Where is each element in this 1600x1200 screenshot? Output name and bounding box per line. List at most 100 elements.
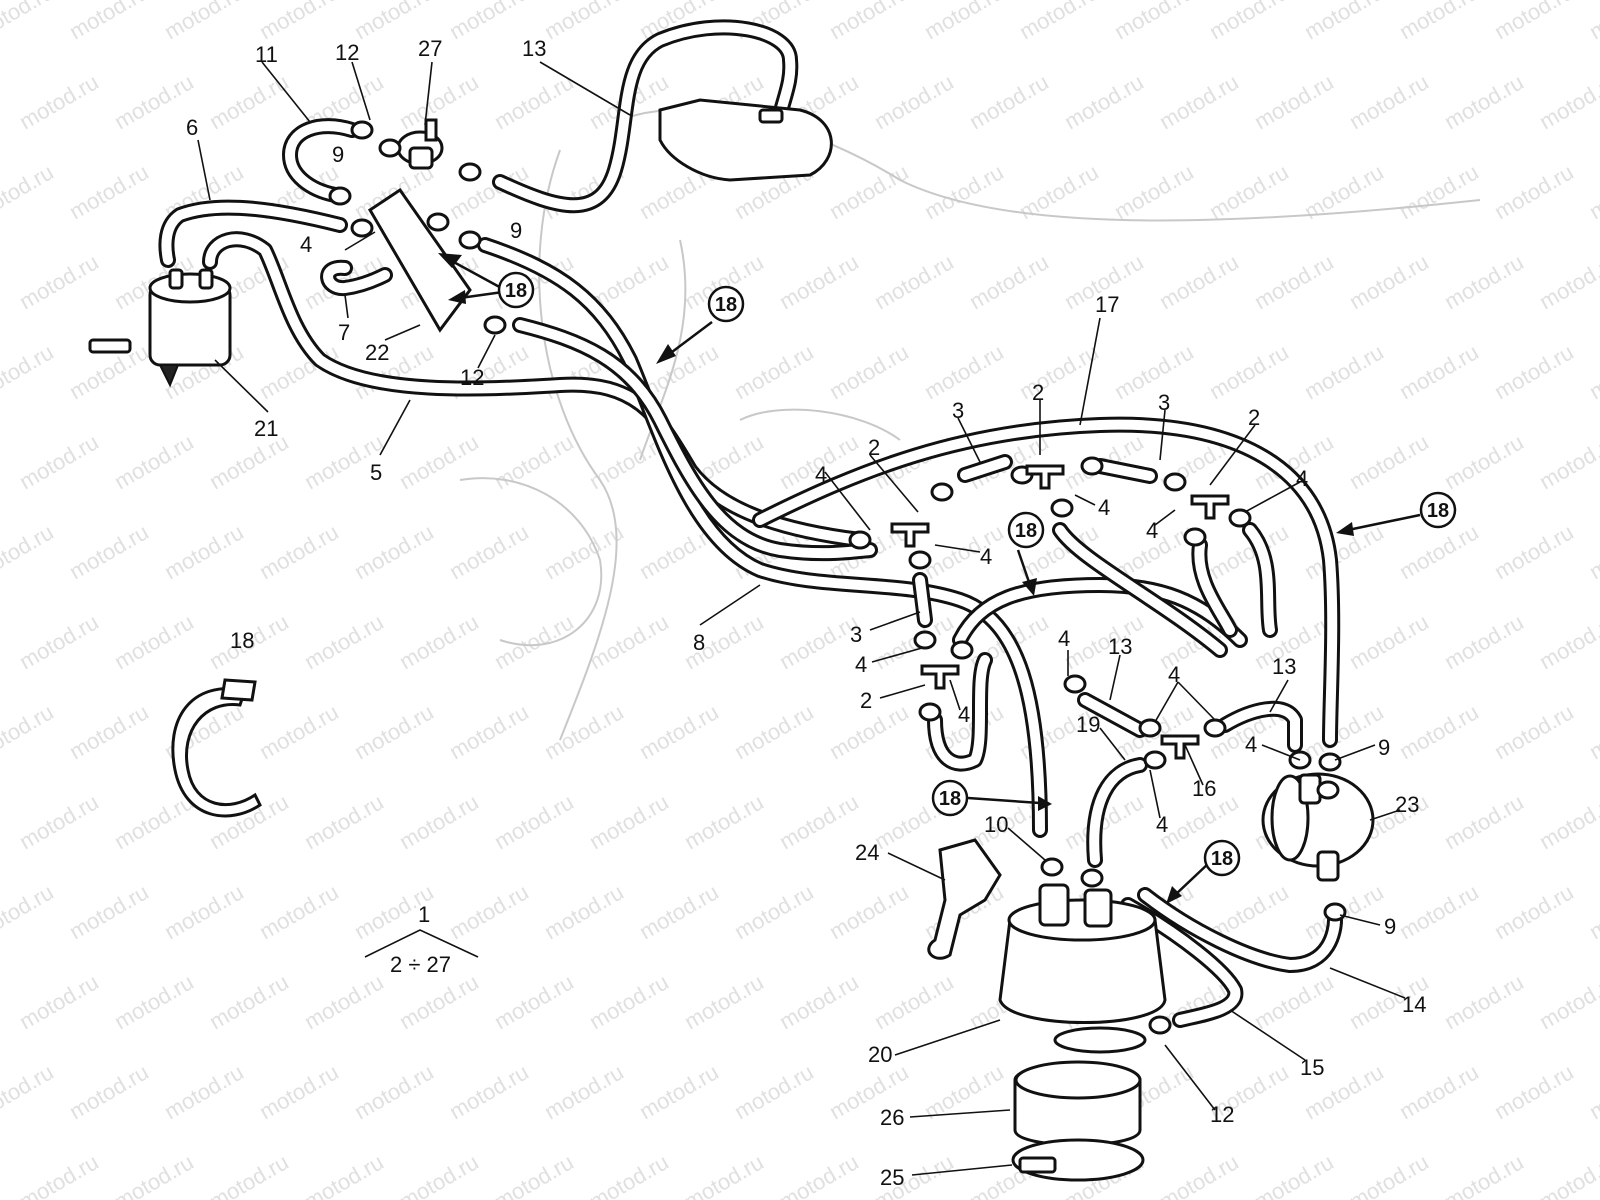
watermark-text: motod.ru — [205, 1149, 293, 1200]
watermark-text: motod.ru — [870, 969, 958, 1034]
label-16: 16 — [1192, 776, 1216, 801]
watermark-text: motod.ru — [65, 699, 153, 764]
watermark-text: motod.ru — [255, 0, 343, 44]
watermark-text: motod.ru — [730, 1059, 818, 1124]
watermark-text: motod.ru — [775, 789, 863, 854]
label-4: 4 — [1146, 518, 1158, 543]
label-24: 24 — [855, 840, 879, 865]
kit-range: 2 ÷ 27 — [390, 952, 451, 977]
watermark-text: motod.ru — [15, 969, 103, 1034]
watermark-text: motod.ru — [395, 429, 483, 494]
watermark-text: motod.ru — [1585, 879, 1600, 944]
label-11: 11 — [255, 42, 278, 67]
watermark-text: motod.ru — [490, 789, 578, 854]
label-4: 4 — [300, 232, 312, 257]
label-15: 15 — [1300, 1055, 1324, 1080]
watermark-text: motod.ru — [1490, 0, 1578, 44]
watermark-text: motod.ru — [1585, 1059, 1600, 1124]
watermark-text: motod.ru — [1535, 429, 1600, 494]
hose-ring — [1063, 674, 1087, 694]
callout-arrows — [438, 253, 1421, 904]
label-2: 2 — [1032, 380, 1044, 405]
watermark-text: motod.ru — [1585, 0, 1600, 44]
watermark-text: motod.ru — [445, 699, 533, 764]
hose-ring — [483, 315, 507, 335]
watermark-text: motod.ru — [490, 969, 578, 1034]
watermark-text: motod.ru — [205, 69, 293, 134]
label-2: 2 — [1248, 405, 1260, 430]
watermark-text: motod.ru — [1250, 249, 1338, 314]
canister-top — [658, 98, 833, 182]
watermark-text: motod.ru — [350, 1059, 438, 1124]
label-21: 21 — [254, 416, 278, 441]
hose-ring — [1163, 472, 1187, 492]
watermark-text: motod.ru — [0, 519, 58, 584]
t-piece — [1160, 734, 1200, 760]
watermark-text: motod.ru — [255, 519, 343, 584]
label-8: 8 — [693, 630, 705, 655]
label-9: 9 — [332, 142, 344, 167]
watermark-text: motod.ru — [65, 1059, 153, 1124]
hose-ring — [1316, 780, 1340, 800]
watermark-text: motod.ru — [445, 0, 533, 44]
part-labels: 11 12 27 13 6 9 9 4 7 22 12 21 5 8 17 3 … — [186, 36, 1426, 1190]
watermark-text: motod.ru — [1490, 159, 1578, 224]
label-22: 22 — [365, 340, 389, 365]
leader-lines — [197, 61, 1406, 1176]
watermark-text: motod.ru — [1345, 1149, 1433, 1200]
label-3: 3 — [850, 622, 862, 647]
callout-18: 18 — [715, 294, 737, 316]
watermark-text: motod.ru — [490, 1149, 578, 1200]
watermark-text: motod.ru — [585, 789, 673, 854]
watermark-text: motod.ru — [15, 69, 103, 134]
watermark-text: motod.ru — [965, 69, 1053, 134]
callout-18: 18 — [1211, 848, 1233, 870]
watermark-text: motod.ru — [1345, 249, 1433, 314]
hose-ring — [950, 640, 974, 660]
watermark-text: motod.ru — [1535, 789, 1600, 854]
watermark-text: motod.ru — [540, 699, 628, 764]
watermark-text: motod.ru — [255, 699, 343, 764]
label-2: 2 — [860, 688, 872, 713]
watermark-text: motod.ru — [1015, 0, 1103, 44]
watermark-text: motod.ru — [1060, 69, 1148, 134]
label-10: 10 — [984, 812, 1008, 837]
callout-18: 18 — [1015, 520, 1037, 542]
watermark-text: motod.ru — [1585, 519, 1600, 584]
watermark-text: motod.ru — [65, 159, 153, 224]
watermark-text: motod.ru — [1395, 879, 1483, 944]
label-3: 3 — [952, 398, 964, 423]
watermark-text: motod.ru — [0, 879, 58, 944]
valve-27 — [396, 118, 444, 170]
label-9: 9 — [1384, 914, 1396, 939]
hose-ring — [1080, 456, 1104, 476]
label-18: 18 — [230, 628, 254, 653]
t-piece — [1190, 494, 1230, 520]
watermark-text: motod.ru — [825, 879, 913, 944]
watermark-text: motod.ru — [1395, 519, 1483, 584]
watermark-text: motod.ru — [1440, 969, 1528, 1034]
label-13: 13 — [522, 36, 546, 61]
label-9: 9 — [1378, 735, 1390, 760]
watermark-text: motod.ru — [205, 969, 293, 1034]
watermark-text: motod.ru — [1155, 249, 1243, 314]
watermark-text: motod.ru — [255, 1059, 343, 1124]
callout-18: 18 — [1427, 500, 1449, 522]
watermark-text: motod.ru — [300, 789, 388, 854]
callout-18: 18 — [505, 280, 527, 302]
t-piece — [890, 522, 930, 548]
watermark-text: motod.ru — [1535, 969, 1600, 1034]
watermark-text: motod.ru — [680, 969, 768, 1034]
watermark-text: motod.ru — [110, 789, 198, 854]
watermark-text: motod.ru — [1395, 0, 1483, 44]
watermark-text: motod.ru — [920, 339, 1008, 404]
watermark-text: motod.ru — [1490, 879, 1578, 944]
watermark-text: motod.ru — [1535, 249, 1600, 314]
hose-ring — [458, 230, 482, 250]
watermark-text: motod.ru — [965, 249, 1053, 314]
hose-ring — [848, 530, 872, 550]
label-20: 20 — [868, 1042, 892, 1067]
hose-ring — [458, 162, 482, 182]
watermark-text: motod.ru — [730, 699, 818, 764]
watermark-text: motod.ru — [110, 1149, 198, 1200]
